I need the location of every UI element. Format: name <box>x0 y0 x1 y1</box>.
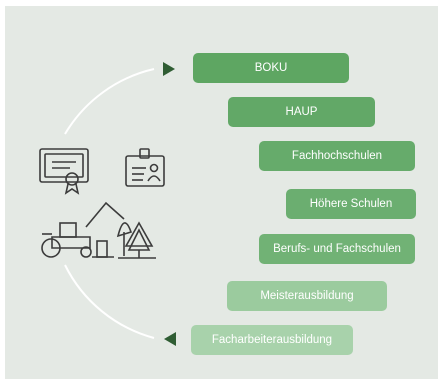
certificate-icon <box>39 148 89 195</box>
farm-tractor-icon <box>41 201 156 259</box>
level-hoehere-schulen: Höhere Schulen <box>286 189 416 219</box>
arrow-left-icon <box>164 332 176 346</box>
level-fachhochschulen: Fachhochschulen <box>259 141 415 171</box>
level-facharbeiterausbildung: Facharbeiterausbildung <box>191 325 353 355</box>
arrow-up-icon <box>163 62 175 76</box>
id-badge-icon <box>125 148 165 187</box>
level-haup: HAUP <box>228 97 375 127</box>
level-berufs-und-fachschulen: Berufs- und Fachschulen <box>259 234 415 264</box>
level-meisterausbildung: Meisterausbildung <box>227 281 387 311</box>
level-boku: BOKU <box>193 53 349 83</box>
curved-arc-connector-lower <box>64 264 155 339</box>
curved-arc-connector <box>64 68 155 135</box>
